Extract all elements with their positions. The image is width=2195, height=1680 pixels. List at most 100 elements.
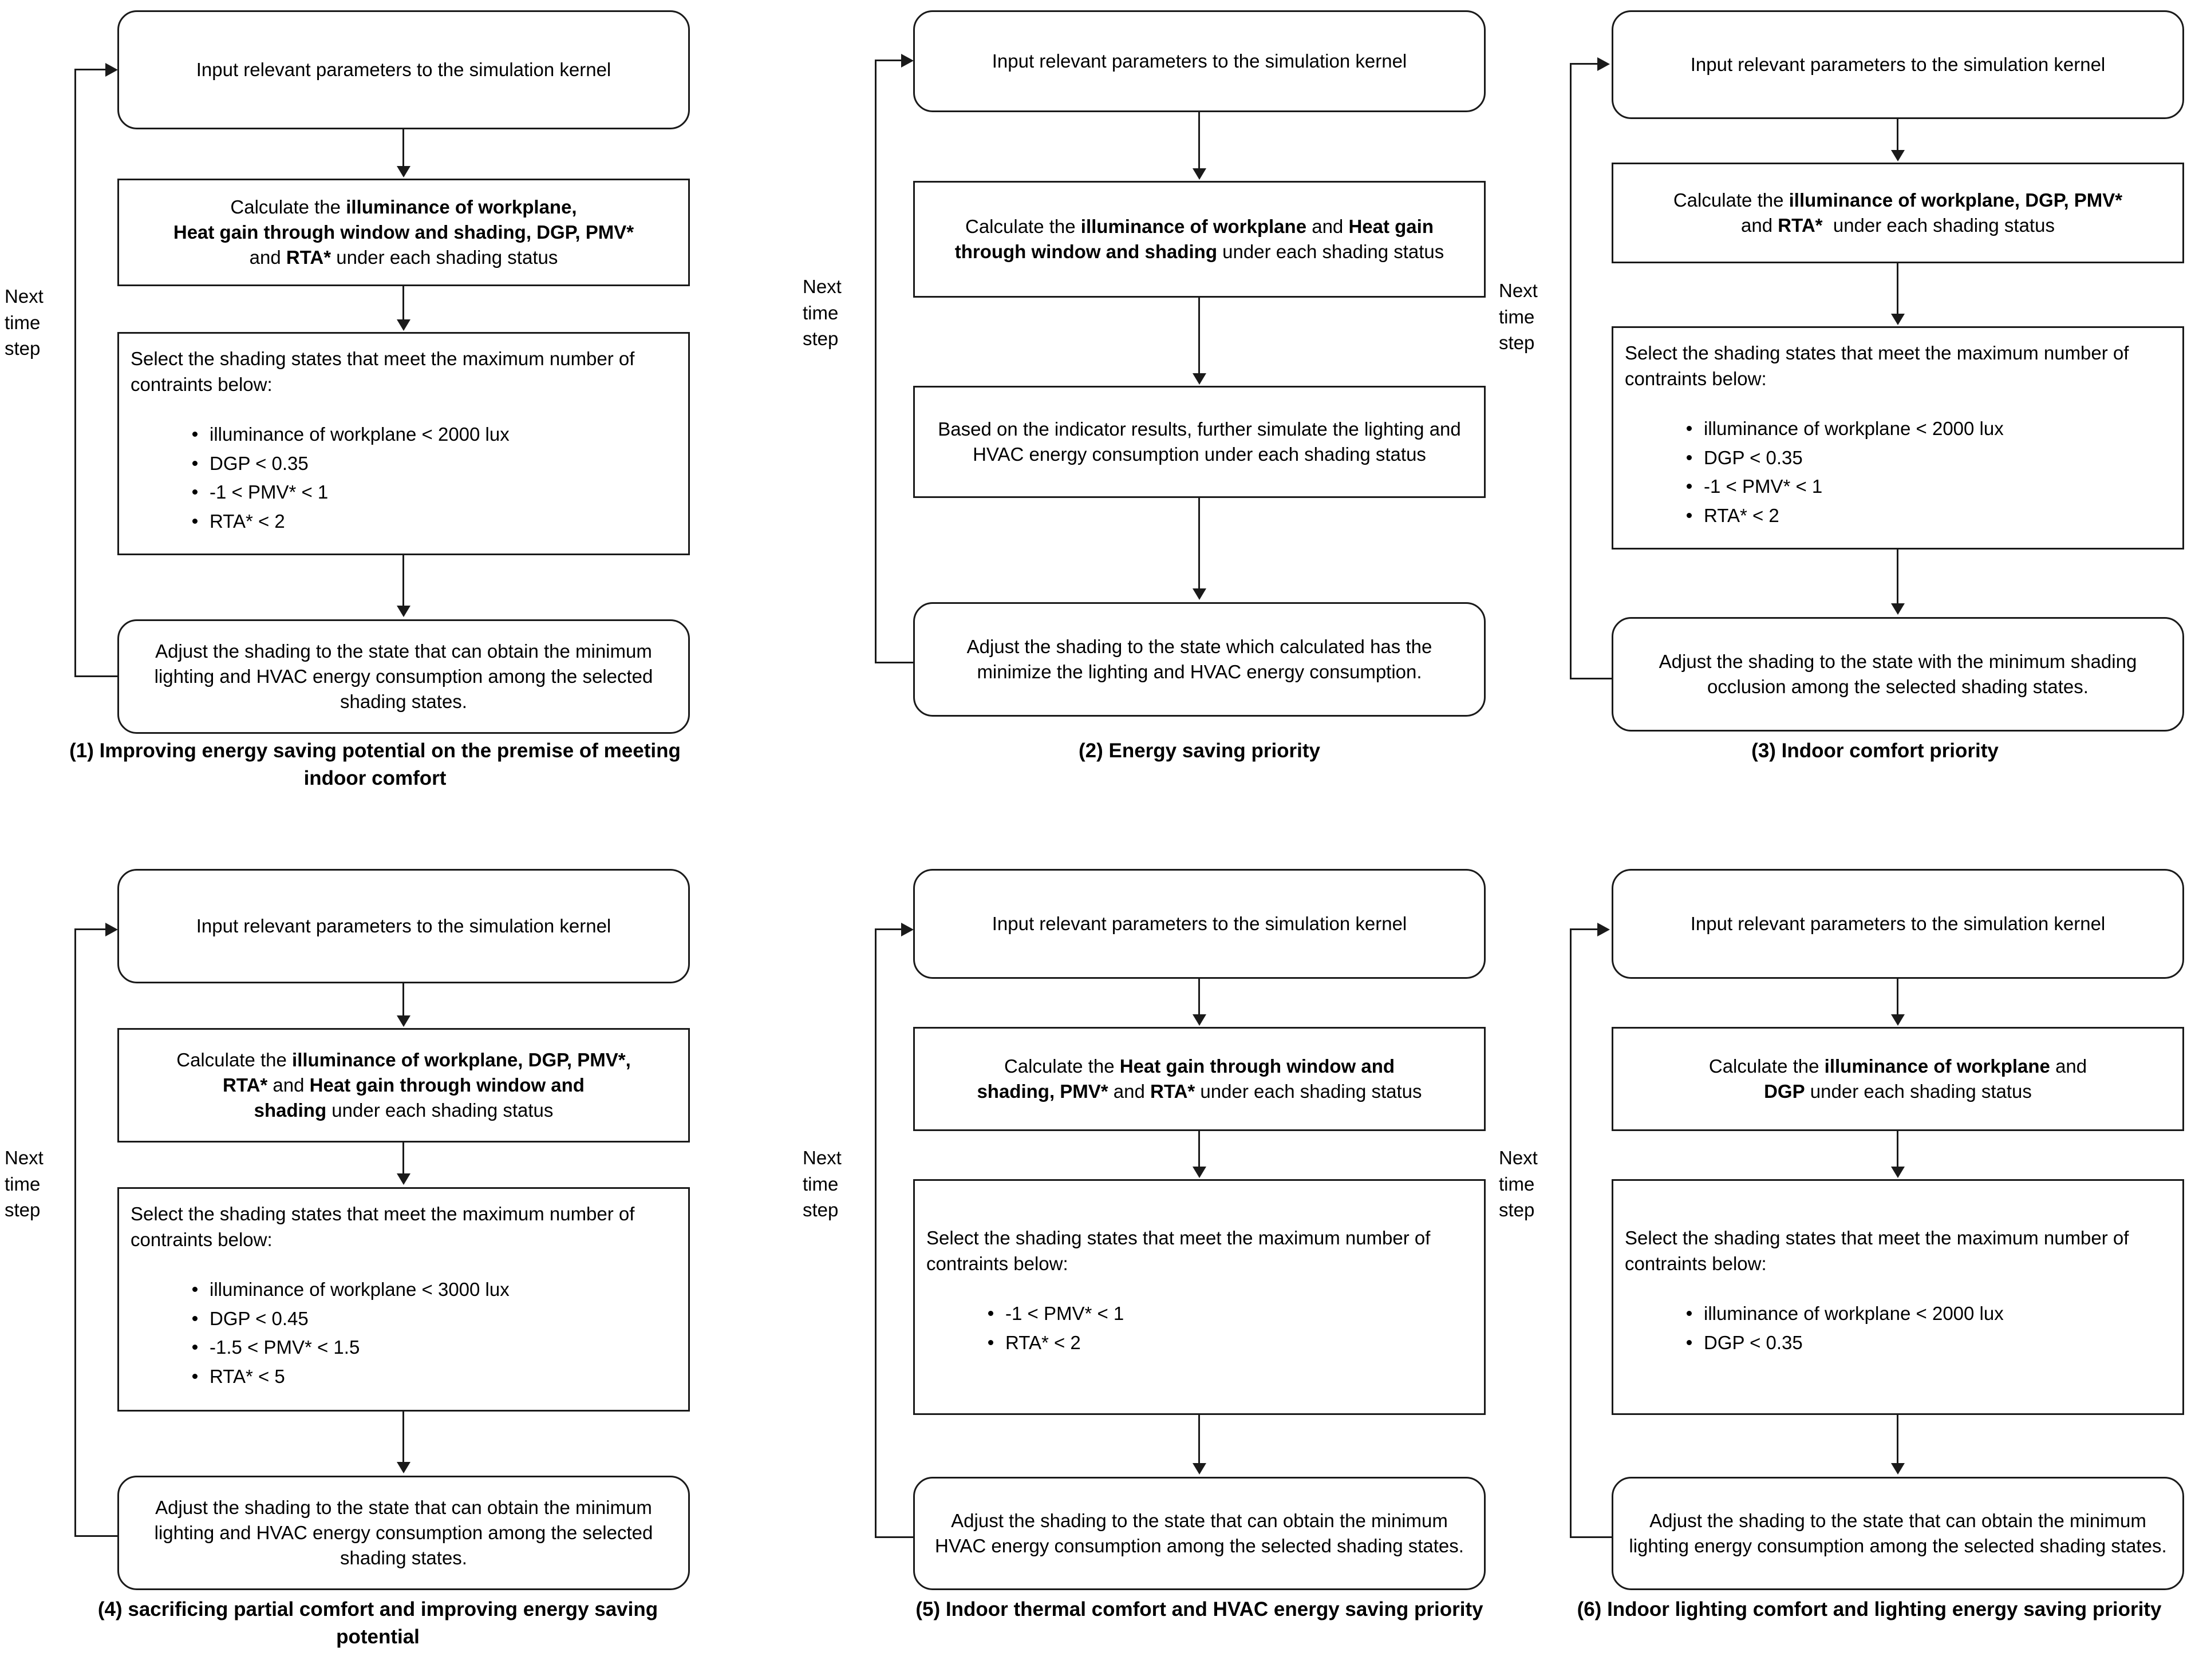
loop-arrow	[901, 54, 914, 68]
node-calculate: Calculate the illuminance of workplane, …	[1612, 163, 2184, 263]
loop-line-vertical	[1570, 63, 1572, 679]
node-input-text: Input relevant parameters to the simulat…	[992, 913, 1407, 935]
loop-line-vertical	[1570, 928, 1572, 1538]
node-calculate-text: Calculate the illuminance of workplane a…	[1708, 1056, 2087, 1102]
loop-arrow	[105, 63, 118, 77]
connector-line	[1198, 112, 1200, 171]
loop-line-vertical	[875, 928, 877, 1538]
connector-line	[1198, 1131, 1200, 1169]
constraint-item: RTA* < 5	[190, 1363, 677, 1390]
connector-arrow	[397, 1015, 410, 1027]
loop-line-top	[875, 60, 902, 61]
connector-line	[402, 129, 404, 168]
node-adjust-text: Adjust the shading to the state that can…	[935, 1510, 1464, 1556]
constraint-item: illuminance of workplane < 3000 lux	[190, 1276, 677, 1303]
loop-label: Next time step	[803, 276, 842, 350]
connector-arrow	[1193, 1167, 1206, 1178]
connector-line	[1897, 550, 1898, 606]
panel-5: Input relevant parameters to the simulat…	[733, 853, 1500, 1680]
node-select-lede: Select the shading states that meet the …	[1625, 342, 2129, 389]
loop-line-vertical	[74, 69, 76, 677]
node-input-text: Input relevant parameters to the simulat…	[196, 59, 611, 81]
panel-caption: (2) Energy saving priority	[1078, 740, 1321, 762]
constraint-item: DGP < 0.35	[190, 450, 677, 477]
connector-arrow	[397, 319, 410, 331]
node-simulate-text: Based on the indicator results, further …	[938, 418, 1461, 465]
constraint-item: -1 < PMV* < 1	[190, 479, 677, 506]
connector-line	[1198, 1415, 1200, 1465]
node-adjust: Adjust the shading to the state that can…	[1612, 1477, 2184, 1590]
loop-line-bottom	[1570, 678, 1613, 679]
constraint-item: illuminance of workplane < 2000 lux	[190, 421, 677, 448]
node-calculate: Calculate the illuminance of workplane, …	[117, 1028, 690, 1143]
node-adjust: Adjust the shading to the state with the…	[1612, 617, 2184, 732]
connector-line	[1897, 263, 1898, 316]
loop-label: Next time step	[5, 286, 44, 359]
connector-arrow	[397, 1462, 410, 1473]
connector-arrow	[1891, 1463, 1905, 1475]
node-adjust: Adjust the shading to the state that can…	[117, 1476, 690, 1590]
connector-line	[1198, 979, 1200, 1017]
node-select: Select the shading states that meet the …	[913, 1179, 1486, 1415]
connector-arrow	[1193, 373, 1206, 385]
connector-line	[1198, 298, 1200, 375]
node-input-text: Input relevant parameters to the simulat…	[1690, 54, 2106, 76]
loop-line-bottom	[875, 662, 915, 663]
connector-line	[1897, 119, 1898, 152]
panel-2: Input relevant parameters to the simulat…	[733, 0, 1500, 819]
loop-label: Next time step	[1499, 280, 1538, 354]
node-input: Input relevant parameters to the simulat…	[1612, 869, 2184, 979]
constraint-item: RTA* < 2	[1684, 502, 2171, 529]
loop-label: Next time step	[1499, 1147, 1538, 1221]
node-select: Select the shading states that meet the …	[1612, 326, 2184, 550]
constraint-item: -1 < PMV* < 1	[1684, 473, 2171, 500]
node-adjust: Adjust the shading to the state which ca…	[913, 602, 1486, 717]
node-adjust: Adjust the shading to the state that can…	[913, 1477, 1486, 1590]
loop-line-vertical	[875, 60, 877, 663]
node-select-lede: Select the shading states that meet the …	[1625, 1227, 2129, 1274]
node-input: Input relevant parameters to the simulat…	[117, 10, 690, 129]
connector-arrow	[1193, 168, 1206, 180]
connector-arrow	[1891, 150, 1905, 161]
node-adjust-text: Adjust the shading to the state which ca…	[966, 636, 1432, 682]
node-calculate-text: Calculate the Heat gain through window a…	[977, 1056, 1422, 1102]
node-select: Select the shading states that meet the …	[117, 332, 690, 555]
connector-arrow	[1193, 588, 1206, 600]
node-calculate-text: Calculate the illuminance of workplane, …	[176, 1049, 631, 1121]
loop-label: Next time step	[5, 1147, 44, 1221]
panel-4: Input relevant parameters to the simulat…	[0, 853, 767, 1680]
panel-caption: (4) sacrificing partial comfort and impr…	[97, 1598, 658, 1648]
connector-line	[402, 1143, 404, 1176]
node-adjust-text: Adjust the shading to the state with the…	[1659, 651, 2137, 697]
node-select: Select the shading states that meet the …	[117, 1187, 690, 1412]
connector-arrow	[1193, 1014, 1206, 1026]
node-input: Input relevant parameters to the simulat…	[117, 869, 690, 983]
connector-arrow	[397, 606, 410, 617]
loop-line-top	[74, 69, 106, 70]
node-select-lede: Select the shading states that meet the …	[131, 1203, 635, 1250]
connector-arrow	[1891, 1014, 1905, 1026]
loop-arrow	[1597, 923, 1610, 936]
node-adjust-text: Adjust the shading to the state that can…	[154, 1497, 653, 1568]
loop-line-top	[1570, 63, 1598, 65]
panel-caption: (1) Improving energy saving potential on…	[69, 740, 681, 789]
panel-caption: (3) Indoor comfort priority	[1751, 740, 1999, 762]
loop-line-bottom	[1570, 1536, 1613, 1538]
connector-line	[1897, 979, 1898, 1017]
connector-line	[402, 1412, 404, 1464]
constraint-item: DGP < 0.35	[1684, 1329, 2171, 1357]
loop-line-top	[74, 928, 106, 930]
loop-line-bottom	[74, 1535, 119, 1537]
connector-arrow	[397, 166, 410, 177]
node-select-lede: Select the shading states that meet the …	[926, 1227, 1431, 1274]
connector-line	[1897, 1415, 1898, 1465]
connector-line	[1897, 1131, 1898, 1169]
panel-6: Input relevant parameters to the simulat…	[1448, 853, 2195, 1680]
node-calculate: Calculate the illuminance of workplane a…	[913, 181, 1486, 298]
node-calculate-text: Calculate the illuminance of workplane, …	[1673, 189, 2123, 236]
loop-line-top	[875, 928, 902, 930]
